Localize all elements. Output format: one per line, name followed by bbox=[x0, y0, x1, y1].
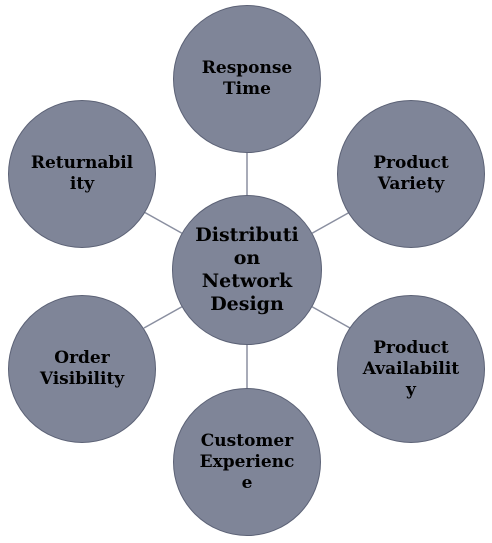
node-product-availability-line-2: Availabilit bbox=[362, 358, 460, 379]
node-response-time-line-1: Response bbox=[201, 58, 293, 78]
center-label-line-2: on bbox=[233, 247, 261, 269]
node-product-availability-line-1: Product bbox=[373, 337, 449, 358]
center-label-line-1: Distributi bbox=[195, 224, 299, 246]
center-label-line-3: Network bbox=[201, 270, 293, 292]
node-order-visibility-line-1: Order bbox=[54, 348, 110, 368]
center-node-distribution-network-design: Distributi on Network Design bbox=[172, 195, 322, 345]
node-order-visibility: Order Visibility bbox=[8, 295, 156, 443]
node-returnability-line-2: ity bbox=[69, 174, 95, 194]
node-customer-experience-line-3: e bbox=[241, 472, 253, 493]
node-customer-experience-line-2: Experienc bbox=[199, 451, 295, 472]
node-product-variety: Product Variety bbox=[337, 100, 485, 248]
center-label-line-4: Design bbox=[210, 293, 284, 315]
node-customer-experience: Customer Experienc e bbox=[173, 388, 321, 536]
node-order-visibility-line-2: Visibility bbox=[39, 369, 125, 389]
node-product-availability-line-3: y bbox=[406, 379, 416, 400]
node-response-time-line-2: Time bbox=[223, 79, 271, 99]
node-product-availability: Product Availabilit y bbox=[337, 295, 485, 443]
node-customer-experience-line-1: Customer bbox=[200, 430, 294, 451]
node-product-variety-line-2: Variety bbox=[377, 174, 445, 194]
node-product-variety-line-1: Product bbox=[373, 153, 449, 173]
node-returnability-line-1: Returnabil bbox=[30, 153, 134, 173]
node-response-time: Response Time bbox=[173, 5, 321, 153]
node-returnability: Returnabil ity bbox=[8, 100, 156, 248]
